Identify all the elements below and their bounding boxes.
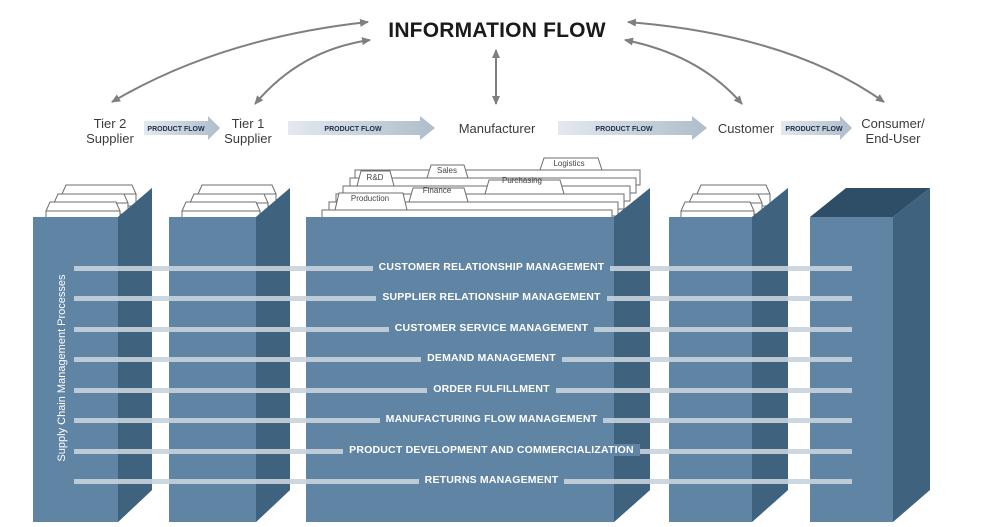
process-label-returns: RETURNS MANAGEMENT [0, 474, 983, 486]
entity-line: Supplier [86, 131, 134, 146]
process-label-crm: CUSTOMER RELATIONSHIP MANAGEMENT [0, 261, 983, 273]
entity-line: Tier 2 [93, 116, 127, 131]
function-label-production: Production [351, 194, 389, 203]
info-arrow-consumer [627, 18, 885, 103]
manufacturer-box: Logistics Sales R&D Purchasing Finance P… [306, 157, 650, 522]
process-label-csm: CUSTOMER SERVICE MANAGEMENT [0, 322, 983, 334]
product-flow-label: PRODUCT FLOW [595, 126, 653, 133]
page-title: INFORMATION FLOW [388, 19, 606, 42]
entity-line: Supplier [224, 131, 272, 146]
consumer-box [810, 188, 930, 522]
product-flow-label: PRODUCT FLOW [785, 126, 843, 133]
product-flow-label: PRODUCT FLOW [147, 126, 205, 133]
entity-line: Consumer/ [861, 116, 925, 131]
product-flow-arrows: PRODUCT FLOW PRODUCT FLOW PRODUCT FLOW P… [144, 116, 852, 140]
function-label-logistics: Logistics [553, 159, 584, 168]
function-folders [321, 157, 641, 223]
function-labels: Logistics Sales R&D Purchasing Finance P… [351, 159, 585, 203]
function-label-purchasing: Purchasing [502, 176, 542, 185]
entity-line: Customer [717, 121, 775, 136]
process-label-srm: SUPPLIER RELATIONSHIP MANAGEMENT [0, 291, 983, 303]
tier2-box [33, 184, 152, 522]
product-flow-arrow-4: PRODUCT FLOW [781, 116, 852, 140]
product-flow-arrow-1: PRODUCT FLOW [144, 116, 220, 140]
tier1-box [169, 184, 290, 522]
product-flow-arrow-3: PRODUCT FLOW [558, 116, 707, 140]
entity-tier2: Tier 2 Supplier [74, 116, 146, 146]
process-label-pdc: PRODUCT DEVELOPMENT AND COMMERCIALIZATIO… [0, 444, 983, 456]
information-flow-arrows [111, 18, 885, 105]
entity-tier1: Tier 1 Supplier [212, 116, 284, 146]
process-label-demand: DEMAND MANAGEMENT [0, 352, 983, 364]
side-label: Supply Chain Management Processes [56, 274, 68, 462]
entity-line: Tier 1 [231, 116, 265, 131]
customer-box [669, 184, 788, 522]
entity-customer: Customer [708, 121, 784, 136]
entity-consumer: Consumer/ End-User [848, 116, 938, 146]
product-flow-arrow-2: PRODUCT FLOW [288, 116, 435, 140]
info-arrow-tier1 [254, 37, 371, 105]
entity-manufacturer: Manufacturer [444, 121, 550, 136]
entity-line: Manufacturer [458, 121, 536, 136]
process-label-mfm: MANUFACTURING FLOW MANAGEMENT [0, 413, 983, 425]
info-arrow-customer [624, 37, 743, 105]
product-flow-label: PRODUCT FLOW [324, 126, 382, 133]
entity-line: End-User [865, 131, 921, 146]
process-label-order: ORDER FULFILLMENT [0, 383, 983, 395]
function-label-rnd: R&D [367, 173, 384, 182]
info-arrow-tier2 [111, 18, 369, 103]
function-label-finance: Finance [423, 186, 452, 195]
function-label-sales: Sales [437, 166, 457, 175]
